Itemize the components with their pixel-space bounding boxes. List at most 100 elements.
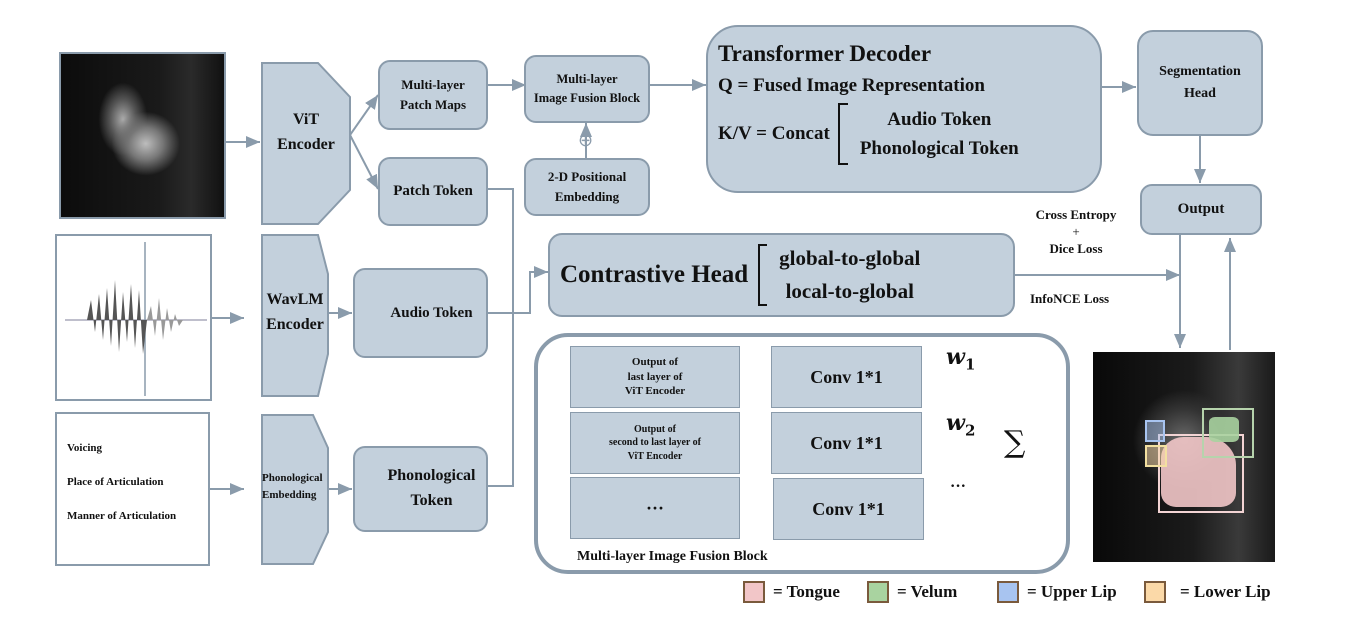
conv-label-2: Conv 1*1 [810,432,883,453]
weight-w2-subscript: 2 [964,421,976,440]
weight-w2-symbol: w [946,410,965,436]
positional-label-1: 2-D Positional [547,168,627,184]
fusion-input-3-ellipsis: ··· [645,497,664,518]
legend-velum: = Velum [867,581,957,603]
wavlm-encoder-shape [261,234,329,397]
arrow-vit-to-patchmaps [349,94,379,136]
ce-line-1: Cross Entropy [1035,207,1117,222]
legend-lower-lip-label: = Lower Lip [1180,582,1271,601]
vit-encoder[interactable]: ViT Encoder [262,108,350,158]
patch-maps-label-1: Multi-layer [401,76,465,92]
lower-lip-bbox [1145,445,1167,467]
wavlm-encoder-label-2: Encoder [266,315,324,333]
contrastive-item-local: local-to-global [785,279,914,303]
weight-w1-symbol: w [946,344,965,370]
mri-input-image [59,52,226,219]
fusion-input-row-2[interactable]: Output of second to last layer of ViT En… [570,412,740,474]
legend-upper-lip: = Upper Lip [997,581,1117,603]
conv-1x1-row-2[interactable]: Conv 1*1 [771,412,922,474]
phonological-token[interactable]: Phonological Token [353,446,488,532]
fusion-input-2-line-2: second to last layer of [608,437,702,449]
feature-voicing: Voicing [67,442,103,454]
phonological-embedding[interactable]: Phonological Embedding [262,470,328,504]
phon-token-label-2: Token [410,492,453,509]
fusion-detail-caption: Multi-layer Image Fusion Block [577,549,768,564]
segmentation-head[interactable]: Segmentation Head [1137,30,1263,136]
wavlm-encoder[interactable]: WavLM Encoder [262,288,328,338]
conv-1x1-row-3[interactable]: Conv 1*1 [773,478,924,540]
transformer-decoder[interactable]: Transformer Decoder Q = Fused Image Repr… [706,25,1102,193]
fusion-input-row-3[interactable]: ··· [570,477,740,539]
velum-swatch [867,581,889,603]
vit-encoder-label-1: ViT [292,111,320,128]
positional-embedding[interactable]: 2-D Positional Embedding [524,158,650,216]
positional-label-2: Embedding [554,189,620,204]
output-label: Output [1177,201,1225,217]
patch-maps-label-2: Patch Maps [399,97,467,112]
ce-line-2: Dice Loss [1049,241,1103,256]
conv-label-3: Conv 1*1 [812,498,885,519]
ce-dice-loss-label: Cross Entropy + Dice Loss [1015,204,1137,260]
contrastive-title: Contrastive Head [560,261,749,288]
weight-ellipsis: ··· [950,478,967,495]
decoder-kv-phon: Phonological Token [859,138,1019,159]
contrastive-item-global: global-to-global [779,246,921,270]
vit-encoder-label-2: Encoder [277,135,335,153]
fusion-input-1-line-3: ViT Encoder [624,385,686,398]
fusion-input-1-line-1: Output of [631,355,679,368]
image-fusion-block[interactable]: Multi-layer Image Fusion Block [524,55,650,123]
conv-1x1-row-1[interactable]: Conv 1*1 [771,346,922,408]
velum-bbox [1202,408,1254,458]
decoder-q-line: Q = Fused Image Representation [718,75,985,96]
lower-lip-swatch [1144,581,1166,603]
audio-token[interactable]: Audio Token [353,268,488,358]
segmentation-result-image [1093,352,1275,562]
weight-w1-subscript: 1 [964,355,976,374]
patch-token-label: Patch Token [393,183,473,199]
fusion-input-1-line-2: last layer of [627,370,683,383]
fusion-input-2-line-3: ViT Encoder [627,450,683,462]
phon-embed-label-2: Embedding [262,489,317,502]
velum-mask [1209,417,1239,442]
multi-layer-patch-maps[interactable]: Multi-layer Patch Maps [378,60,488,130]
phonological-features-input: Voicing Place of Articulation Manner of … [55,412,210,566]
decoder-title: Transformer Decoder [718,41,932,66]
output-box[interactable]: Output [1140,184,1262,235]
tongue-swatch [743,581,765,603]
legend-upper-lip-label: = Upper Lip [1027,582,1117,601]
legend-tongue: = Tongue [743,581,840,603]
tongue-mask [1161,437,1236,507]
upper-lip-swatch [997,581,1019,603]
waveform-input-image [55,234,212,401]
feature-manner: Manner of Articulation [67,510,177,522]
arrow-audiotoken-to-contrastive [488,266,548,314]
left-brace-icon [837,103,848,165]
weight-w1: w1 [946,344,975,373]
wire-patchtoken-down [488,188,514,487]
add-icon: ⊕ [578,130,594,150]
decoder-kv-row: K/V = Concat Audio Token Phonological To… [718,103,1019,165]
feature-place: Place of Articulation [67,476,164,488]
infonce-loss-label: InfoNCE Loss [1030,291,1110,306]
ce-plus: + [1072,224,1080,239]
phon-token-label-1: Phonological [387,467,476,485]
legend-velum-label: = Velum [897,582,958,601]
sum-icon: ∑ [1004,425,1026,460]
phon-embed-label-1: Phonological [262,472,323,484]
waveform-icon [65,242,207,396]
fusion-input-2-line-1: Output of [634,423,676,435]
decoder-kv-audio: Audio Token [887,109,992,130]
fusion-block-label-2: Image Fusion Block [533,91,641,105]
patch-token[interactable]: Patch Token [378,157,488,226]
vit-encoder-shape [261,62,351,225]
contrastive-head[interactable]: Contrastive Head global-to-global local-… [548,233,1015,317]
weight-w2: w2 [946,410,975,439]
decoder-kv-prefix: K/V = Concat [718,123,830,144]
legend-lower-lip: = Lower Lip [1144,581,1271,603]
audio-token-label: Audio Token [390,304,473,321]
fusion-input-row-1[interactable]: Output of last layer of ViT Encoder [570,346,740,408]
tongue-bbox [1158,434,1244,513]
wavlm-encoder-label-1: WavLM [266,291,324,308]
seg-head-label-2: Head [1184,86,1216,101]
fusion-block-label-1: Multi-layer [556,71,618,86]
